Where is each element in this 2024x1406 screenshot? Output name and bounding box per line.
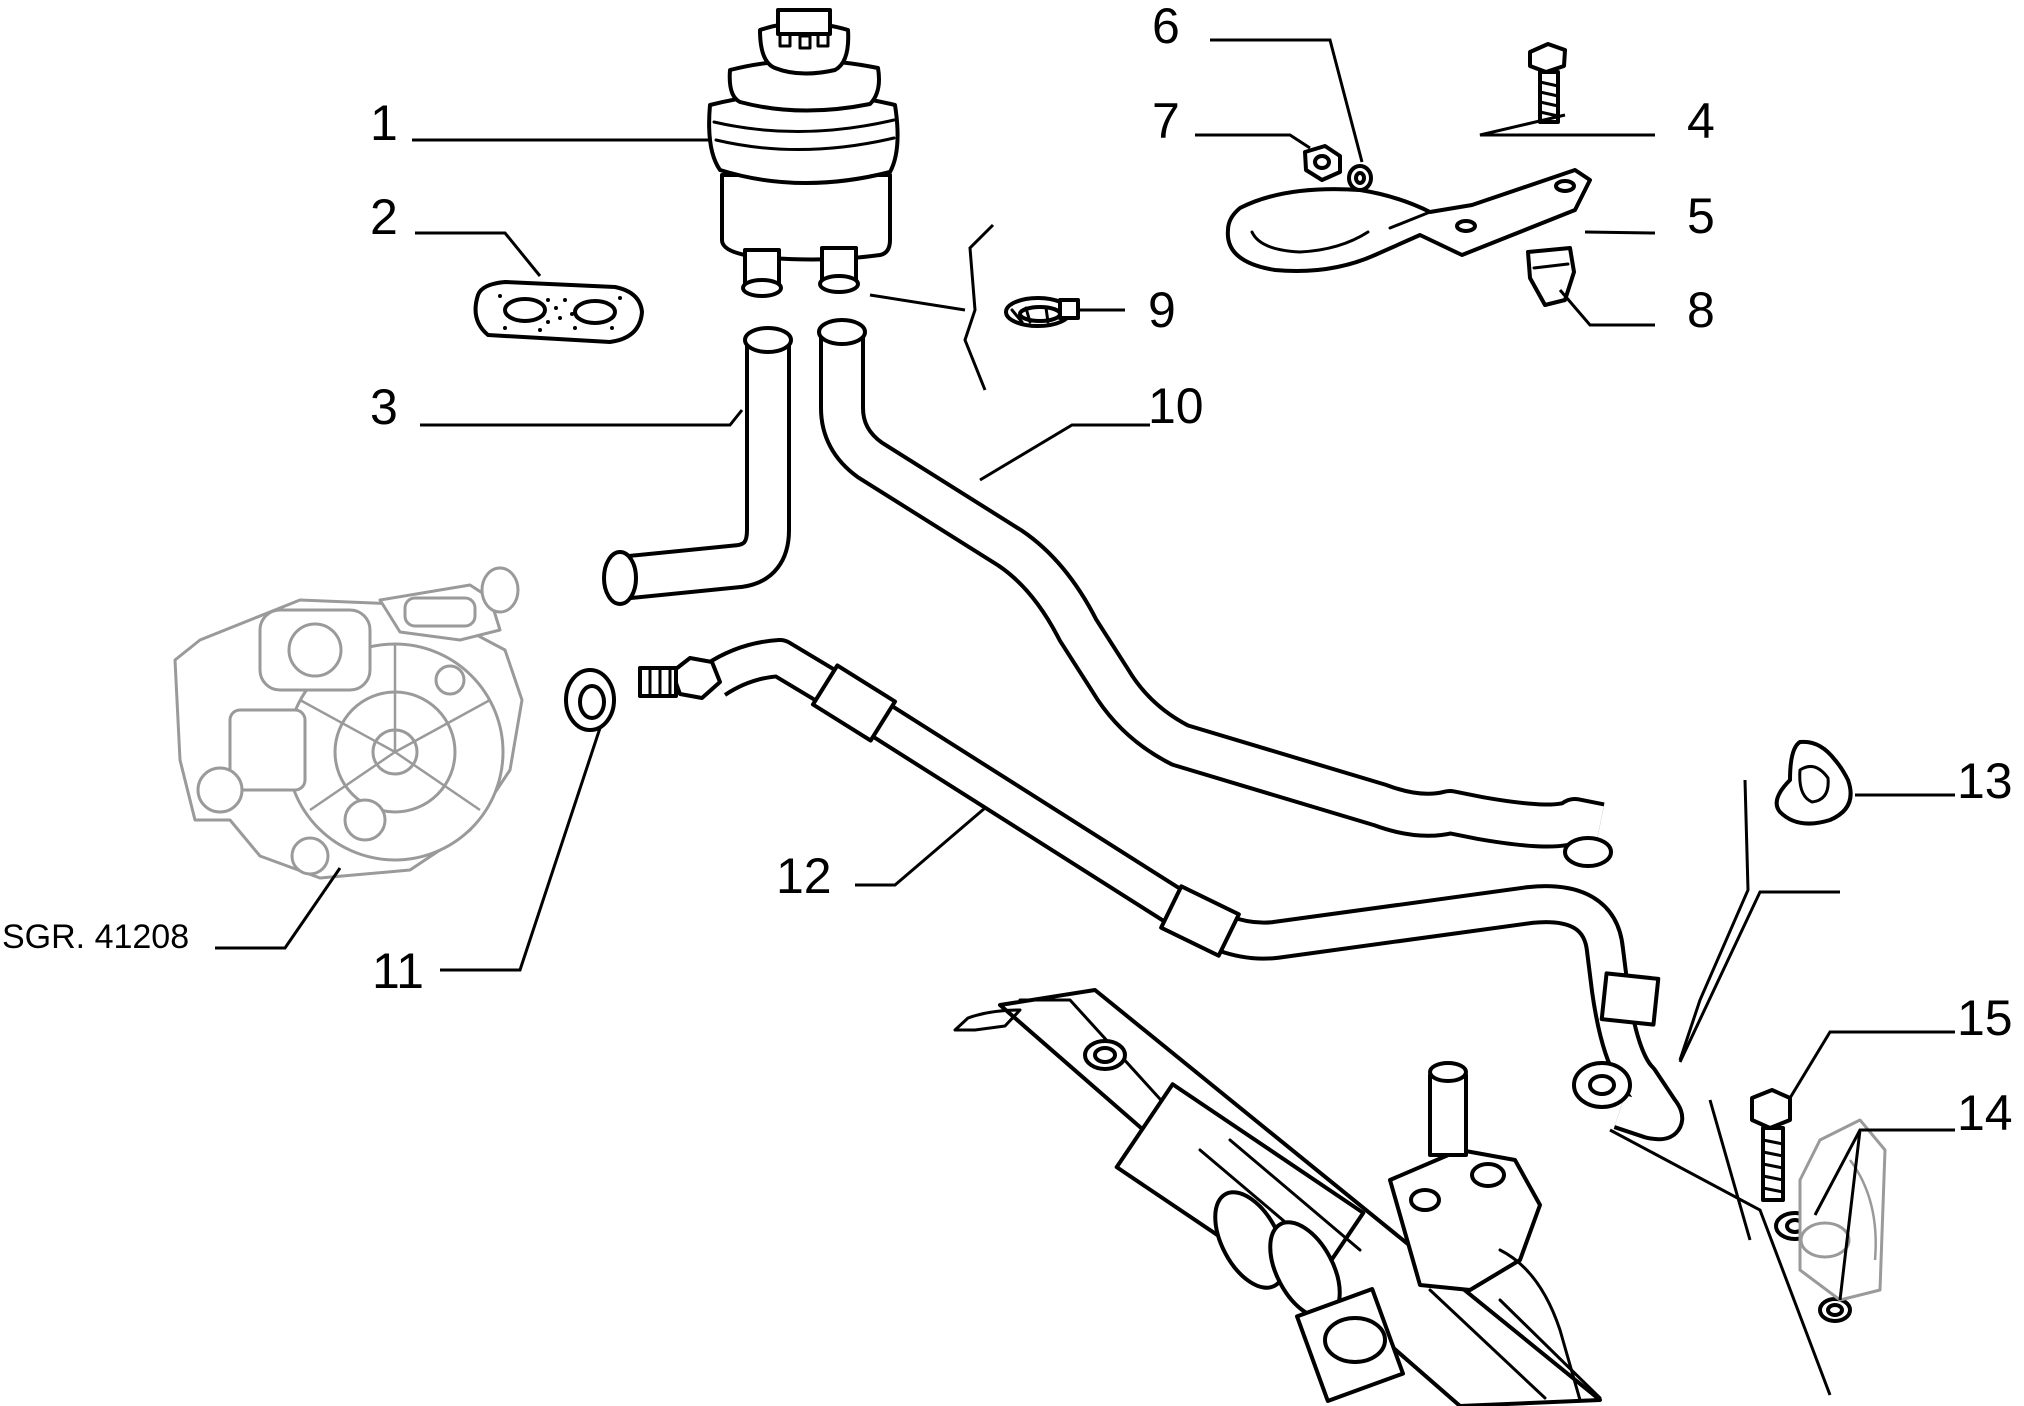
label-part-15: 15 (1957, 990, 2013, 1046)
part-7-nut (1303, 144, 1342, 182)
steering-rack-ghost (953, 988, 1887, 1406)
label-part-5: 5 (1687, 188, 1715, 244)
label-part-7: 7 (1152, 93, 1180, 149)
label-part-3: 3 (370, 379, 398, 435)
reference-group-label: SGR. 41208 (2, 918, 189, 956)
label-part-1: 1 (370, 95, 398, 151)
label-part-2: 2 (370, 189, 398, 245)
label-part-6: 6 (1152, 0, 1180, 54)
leader-lines (215, 38, 1955, 1396)
label-part-8: 8 (1687, 282, 1715, 338)
part-12-pressure-line (638, 638, 1684, 1142)
part-5-bracket (1225, 168, 1592, 273)
part-3-return-hose (602, 326, 793, 606)
label-part-12: 12 (776, 848, 832, 904)
part-11-seal (564, 668, 616, 732)
callout-labels: 1 2 3 4 5 6 7 8 9 10 11 12 13 14 15 SGR.… (2, 0, 2013, 1141)
part-10-feed-hose (817, 318, 1613, 868)
part-15-bolt (1750, 1088, 1792, 1202)
part-1-reservoir (707, 8, 900, 298)
label-part-14: 14 (1957, 1085, 2013, 1141)
part-13-grommet (1774, 739, 1853, 826)
label-part-13: 13 (1957, 753, 2013, 809)
label-part-10: 10 (1148, 378, 1204, 434)
label-part-9: 9 (1148, 282, 1176, 338)
part-14-washer (1774, 1211, 1852, 1323)
part-6-washer (1347, 164, 1373, 192)
label-part-4: 4 (1687, 93, 1715, 149)
part-9-hose-clamp (1004, 296, 1080, 328)
label-part-11: 11 (372, 943, 424, 999)
part-4-bolt (1528, 42, 1567, 124)
part-2-gasket (473, 280, 644, 344)
power-steering-pump-ghost (173, 566, 524, 880)
